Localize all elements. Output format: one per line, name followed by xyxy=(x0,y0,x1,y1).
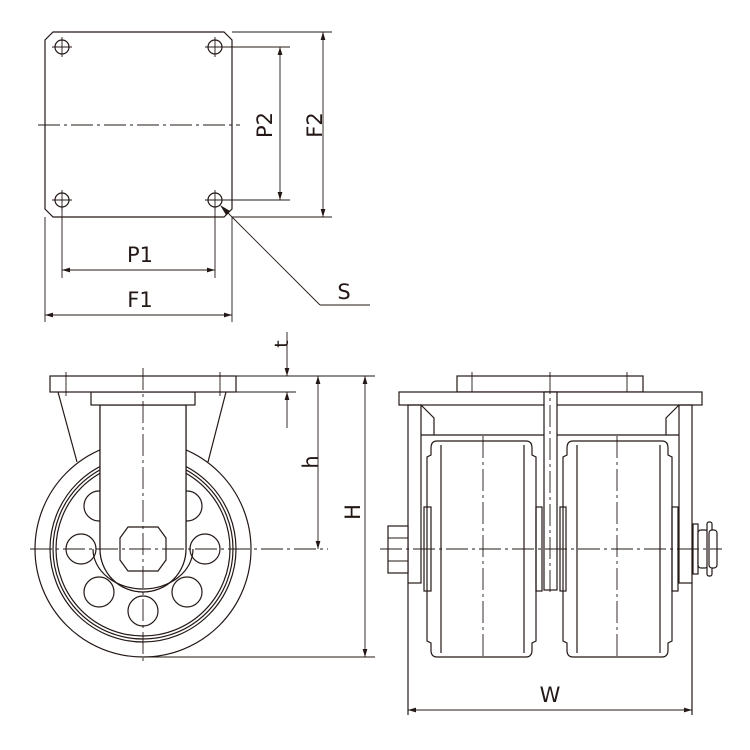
axle-bolt-head xyxy=(387,525,409,574)
dimension-f2: F2 xyxy=(232,31,332,218)
mounting-holes xyxy=(52,37,225,210)
center-strap xyxy=(543,391,558,591)
dimension-h: h xyxy=(299,376,323,549)
wheel-left xyxy=(423,436,543,660)
label-t: t xyxy=(271,340,293,347)
dimension-t: t xyxy=(236,332,375,428)
label-h: h xyxy=(299,455,323,468)
label-p2: P2 xyxy=(253,112,277,138)
axle-nut xyxy=(119,526,167,572)
dimension-H: H xyxy=(143,376,375,658)
dimension-w: W xyxy=(408,683,692,713)
leader-s: S xyxy=(220,205,370,306)
label-p1: P1 xyxy=(127,243,153,267)
dimension-f1: F1 xyxy=(44,217,233,322)
label-w: W xyxy=(540,683,561,707)
label-f1: F1 xyxy=(127,288,152,312)
dimension-p1: P1 xyxy=(61,207,216,278)
label-H: H xyxy=(341,504,365,520)
label-f2: F2 xyxy=(303,112,327,137)
wheel-right xyxy=(559,436,679,660)
side-view xyxy=(30,368,328,662)
label-s: S xyxy=(337,280,350,304)
top-view-plate xyxy=(38,31,240,218)
dimension-p2: P2 xyxy=(222,46,290,201)
front-view xyxy=(380,372,722,715)
